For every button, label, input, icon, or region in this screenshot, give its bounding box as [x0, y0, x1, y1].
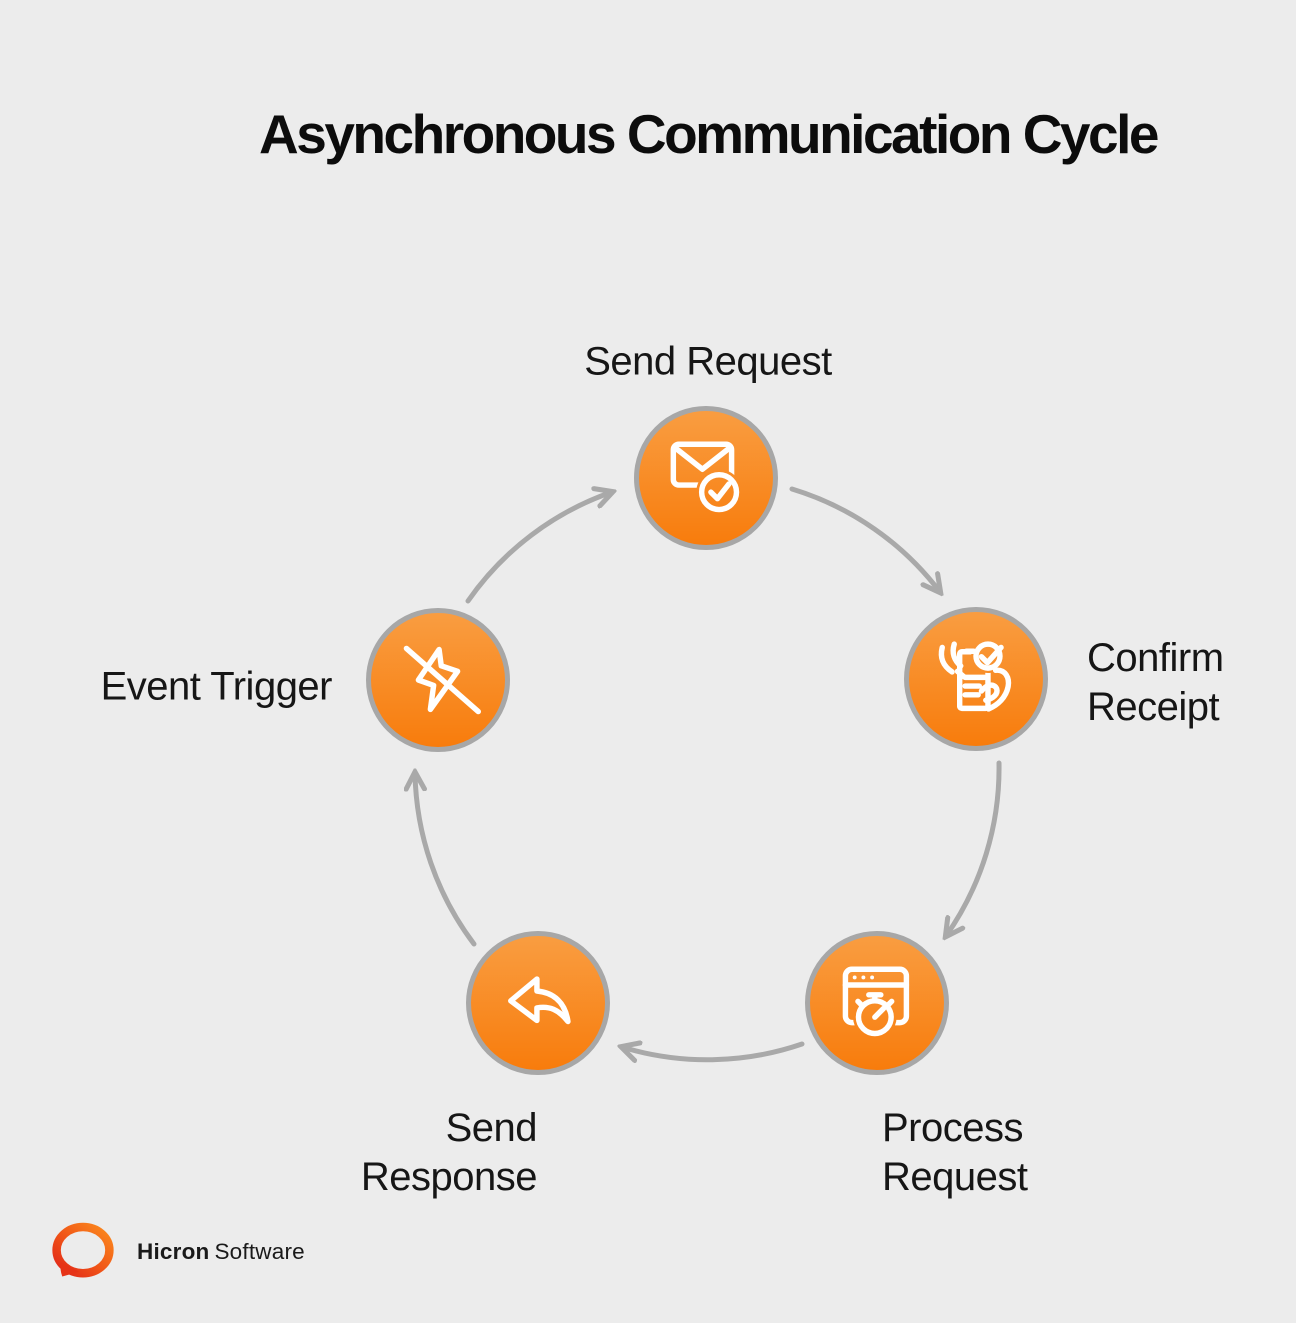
node-circle-send-response	[466, 931, 610, 1075]
arrow-send-request-to-confirm-receipt	[789, 486, 940, 592]
node-circle-process-request	[805, 931, 949, 1075]
brand-name-regular: Software	[214, 1239, 305, 1264]
document-hands-check-icon	[938, 641, 1012, 712]
node-label-send-response: Send Response	[360, 1106, 538, 1199]
crossed-lightning-icon	[403, 645, 482, 715]
arrow-confirm-receipt-to-process-request	[946, 760, 1002, 936]
node-circle-confirm-receipt	[904, 607, 1048, 751]
brand-name-bold: Hicron	[137, 1239, 210, 1264]
reply-arrow-icon	[508, 976, 571, 1025]
arrow-process-request-to-send-response	[622, 1044, 805, 1060]
node-label-process-request: Process Request	[882, 1106, 1028, 1199]
hicron-ring-logo	[52, 1222, 114, 1278]
node-label-send-request: Send Request	[584, 339, 832, 384]
node-circle-send-request	[634, 406, 778, 550]
arrow-send-response-to-event-trigger	[415, 773, 477, 947]
node-circle-event-trigger	[366, 608, 510, 752]
page-title: Asynchronous Communication Cycle	[259, 103, 1159, 165]
envelope-check-icon	[670, 441, 740, 513]
node-label-event-trigger: Event Trigger	[100, 664, 333, 709]
arrow-event-trigger-to-send-request	[465, 492, 612, 604]
node-label-confirm-receipt: Confirm Receipt	[1087, 636, 1224, 729]
browser-stopwatch-icon	[842, 966, 910, 1037]
